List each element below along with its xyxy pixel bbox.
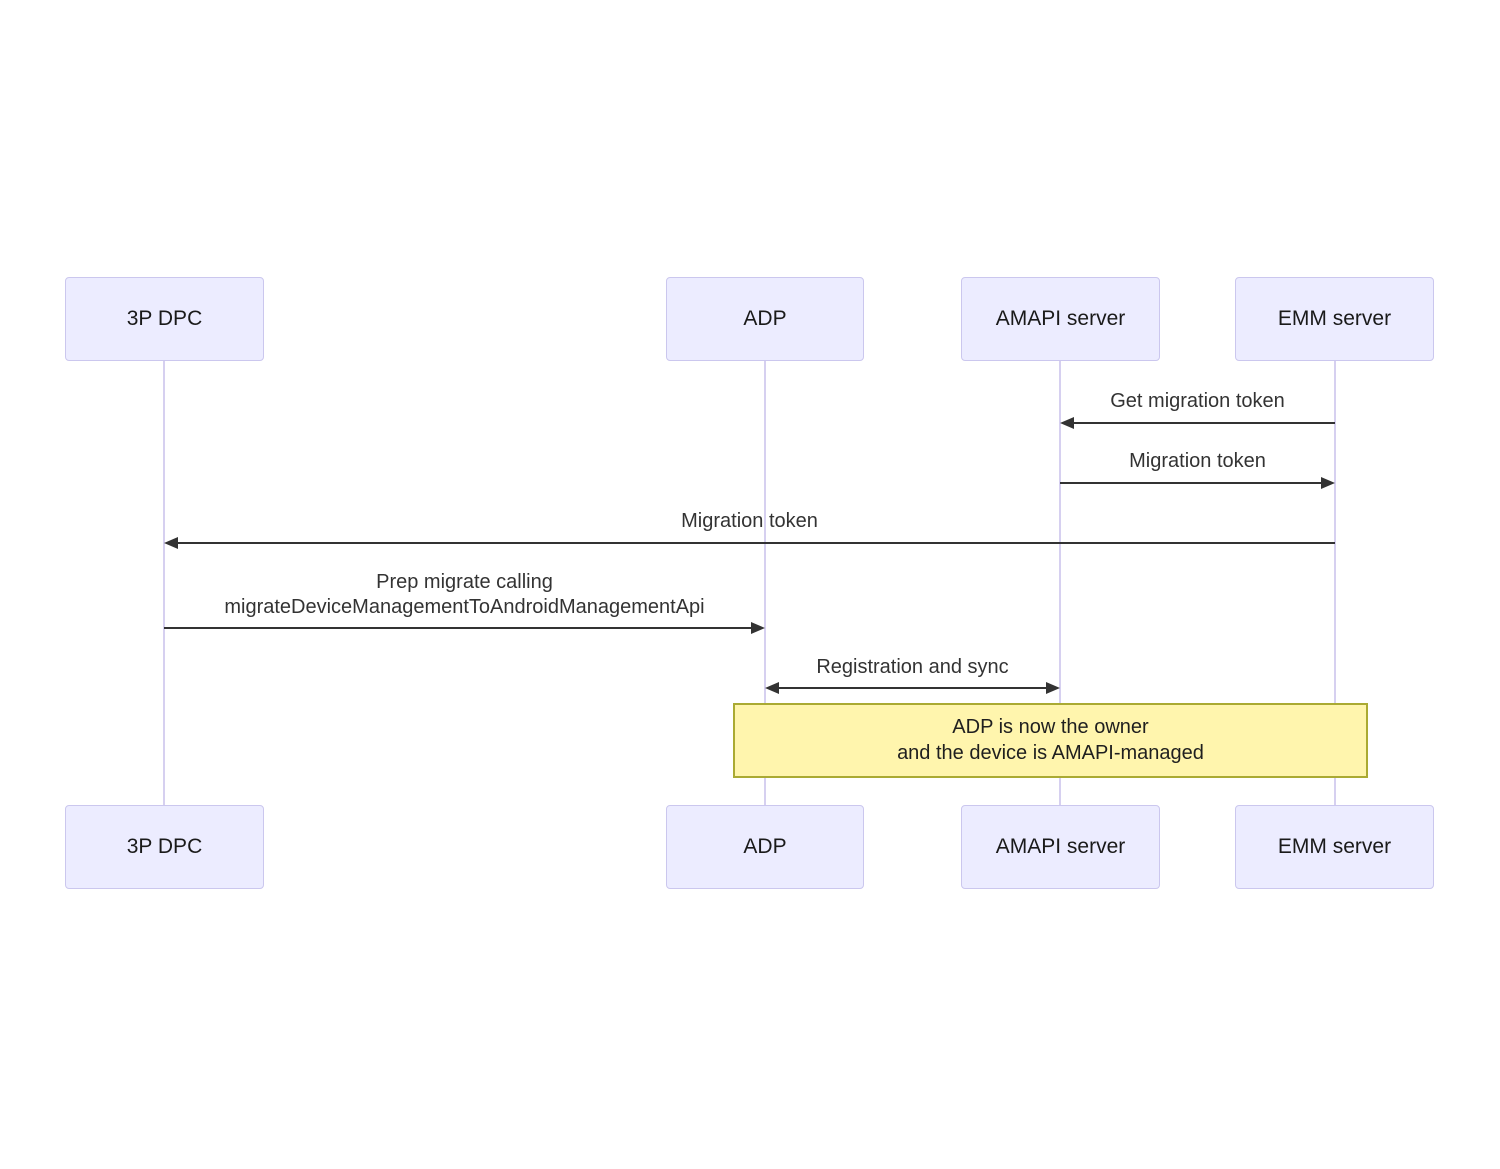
arrowhead-left-icon [1060, 417, 1074, 429]
actor-top-adp: ADP [666, 277, 864, 361]
message-label-registration-and-sync: Registration and sync [816, 656, 1009, 678]
arrowhead-left-icon [164, 537, 178, 549]
arrowhead-left-icon [765, 682, 779, 694]
lifeline-3p-dpc [163, 361, 165, 805]
actor-top-amapi-server: AMAPI server [961, 277, 1160, 361]
actor-bottom-amapi-server: AMAPI server [961, 805, 1160, 889]
actor-label: ADP [743, 307, 787, 330]
actor-label: 3P DPC [126, 835, 203, 858]
note-line2: and the device is AMAPI-managed [897, 742, 1204, 764]
message-arrow-migration-token-long [176, 542, 1335, 544]
actor-label: EMM server [1277, 307, 1392, 330]
actor-label: 3P DPC [126, 307, 203, 330]
lifeline-emm-server [1334, 361, 1336, 805]
note-line1: ADP is now the owner [952, 716, 1149, 738]
arrowhead-right-icon [1321, 477, 1335, 489]
actor-top-3p-dpc: 3P DPC [65, 277, 264, 361]
note-box: ADP is now the owner and the device is A… [733, 703, 1368, 778]
actor-label: EMM server [1277, 835, 1392, 858]
actor-bottom-adp: ADP [666, 805, 864, 889]
message-label-migration-token: Migration token [1129, 450, 1266, 472]
message-label-get-migration-token: Get migration token [1110, 390, 1285, 412]
arrowhead-right-icon [1046, 682, 1060, 694]
message-arrow-get-migration-token [1072, 422, 1335, 424]
message-label-prep-migrate-line2: migrateDeviceManagementToAndroidManageme… [224, 596, 705, 618]
actor-top-emm-server: EMM server [1235, 277, 1434, 361]
lifeline-adp [764, 361, 766, 805]
message-label-prep-migrate-line1: Prep migrate calling [376, 571, 553, 593]
message-arrow-migration-token [1060, 482, 1323, 484]
message-arrow-registration-and-sync [777, 687, 1048, 689]
actor-label: AMAPI server [995, 307, 1126, 330]
actor-label: ADP [743, 835, 787, 858]
message-arrow-prep-migrate [164, 627, 753, 629]
arrowhead-right-icon [751, 622, 765, 634]
actor-bottom-3p-dpc: 3P DPC [65, 805, 264, 889]
lifeline-amapi-server [1059, 361, 1061, 805]
actor-bottom-emm-server: EMM server [1235, 805, 1434, 889]
actor-label: AMAPI server [995, 835, 1126, 858]
message-label-migration-token-long: Migration token [681, 510, 818, 532]
